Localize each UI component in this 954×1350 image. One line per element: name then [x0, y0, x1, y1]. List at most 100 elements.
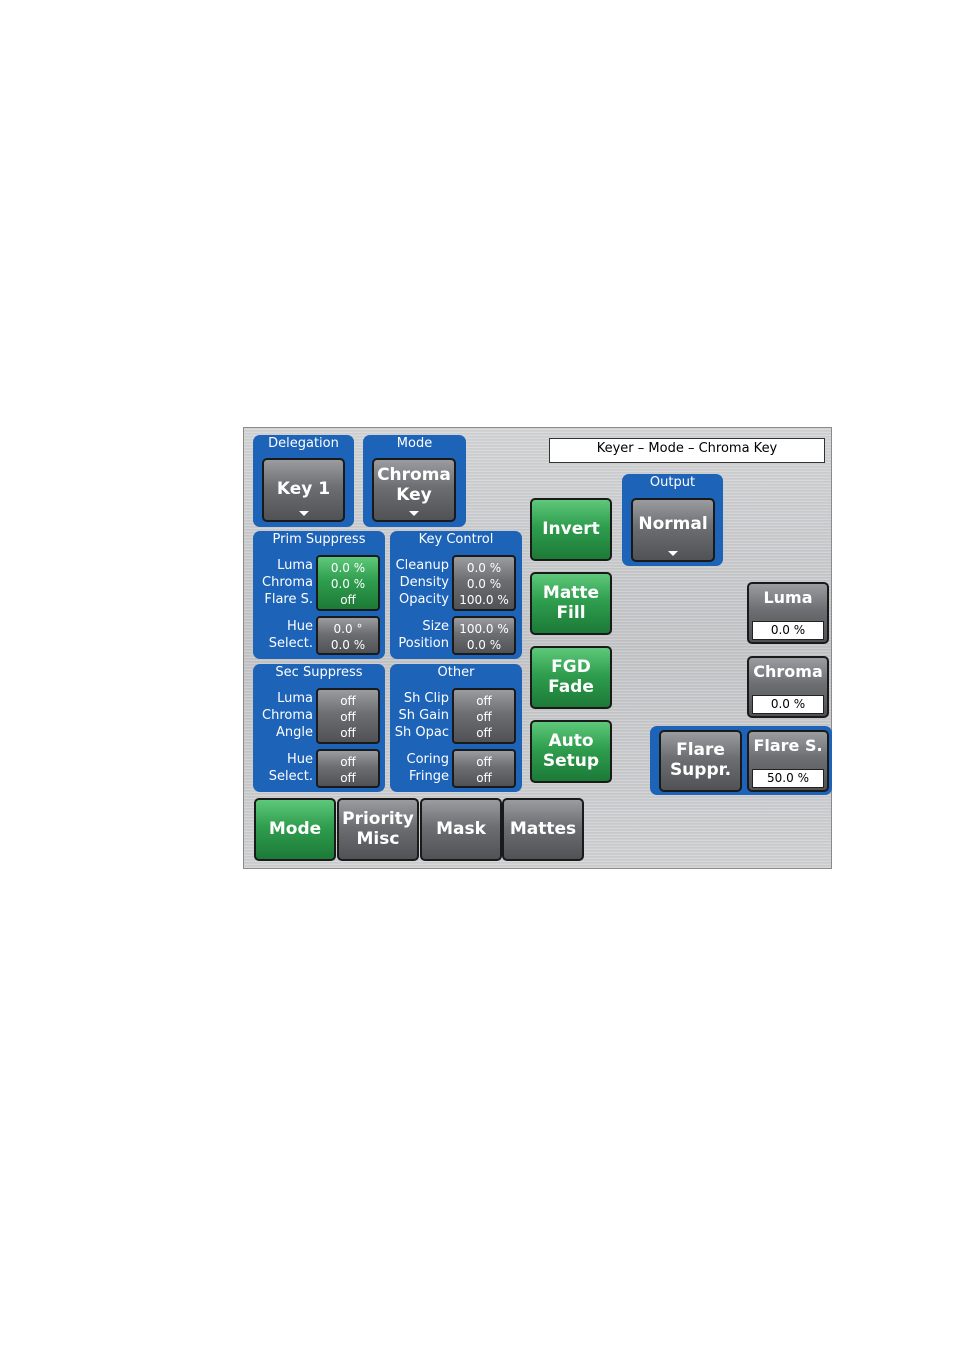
coring-fringe-button[interactable]: off off	[452, 749, 516, 788]
other-panel: Other Sh Clip Sh Gain Sh Opac off off of…	[390, 664, 522, 792]
delegation-key1-button[interactable]: Key 1	[262, 458, 345, 522]
prim-hue-select-button[interactable]: 0.0 ° 0.0 %	[316, 616, 380, 655]
size-position-button[interactable]: 100.0 % 0.0 %	[452, 616, 516, 655]
opacity-value: 100.0 %	[459, 593, 509, 607]
invert-button[interactable]: Invert	[530, 498, 612, 561]
tab-mattes-label: Mattes	[509, 818, 577, 839]
prim-suppress-title: Prim Suppress	[272, 532, 366, 547]
position-label: Position	[398, 636, 449, 651]
size-value: 100.0 %	[459, 622, 509, 636]
sec-hue-value: off	[340, 755, 356, 769]
sh-gain-value: off	[476, 710, 492, 724]
prim-flare-label: Flare S.	[264, 592, 313, 607]
flare-s-value-button[interactable]: Flare S. 50.0 %	[747, 730, 829, 792]
sec-luma-label: Luma	[277, 691, 313, 706]
tab-priority-line1: Priority	[342, 808, 414, 829]
invert-label: Invert	[542, 518, 600, 539]
position-value: 0.0 %	[466, 638, 502, 652]
sh-gain-label: Sh Gain	[398, 708, 449, 723]
mode-button-line1: Chroma	[377, 465, 451, 486]
output-button-label: Normal	[638, 514, 708, 535]
flare-suppr-button[interactable]: Flare Suppr.	[659, 730, 742, 792]
coring-value: off	[476, 755, 492, 769]
fgd-fade-line1: FGD	[551, 656, 591, 677]
fringe-value: off	[476, 771, 492, 785]
sec-hue-select-button[interactable]: off off	[316, 749, 380, 788]
key-control-title: Key Control	[418, 532, 494, 547]
flare-panel: Flare Suppr. Flare S. 50.0 %	[650, 726, 832, 795]
other-title: Other	[437, 665, 475, 680]
luma-value: 0.0 %	[752, 621, 824, 640]
tab-mask[interactable]: Mask	[420, 798, 502, 861]
cleanup-label: Cleanup	[395, 558, 449, 573]
dropdown-arrow-icon	[668, 551, 678, 556]
density-label: Density	[399, 575, 449, 590]
prim-select-label: Select.	[268, 636, 313, 651]
sec-hue-label: Hue	[286, 752, 313, 767]
tab-mode-label: Mode	[268, 818, 322, 839]
tab-mattes[interactable]: Mattes	[502, 798, 584, 861]
auto-setup-line1: Auto	[548, 730, 594, 751]
prim-luma-label: Luma	[277, 558, 313, 573]
tab-priority-misc[interactable]: Priority Misc	[337, 798, 419, 861]
sec-luma-value: off	[340, 694, 356, 708]
fgd-fade-button[interactable]: FGD Fade	[530, 646, 612, 709]
status-title: Keyer – Mode – Chroma Key	[549, 438, 825, 463]
matte-fill-line2: Fill	[556, 602, 586, 623]
prim-suppress-values-button[interactable]: 0.0 % 0.0 % off	[316, 555, 380, 611]
delegation-title: Delegation	[268, 436, 339, 451]
dropdown-arrow-icon	[409, 511, 419, 516]
sec-chroma-label: Chroma	[262, 708, 313, 723]
tab-priority-line2: Misc	[356, 828, 400, 849]
fringe-label: Fringe	[409, 769, 449, 784]
tab-mode[interactable]: Mode	[254, 798, 336, 861]
tab-mask-label: Mask	[436, 818, 486, 839]
chroma-label: Chroma	[753, 662, 823, 681]
shadow-values-button[interactable]: off off off	[452, 688, 516, 744]
auto-setup-button[interactable]: Auto Setup	[530, 720, 612, 783]
sec-angle-label: Angle	[276, 725, 313, 740]
flare-s-label: Flare S.	[753, 736, 823, 755]
prim-luma-value: 0.0 %	[330, 561, 366, 575]
sh-opac-label: Sh Opac	[394, 725, 449, 740]
delegation-button-label: Key 1	[276, 479, 331, 500]
keyer-mode-screen: Keyer – Mode – Chroma Key Delegation Key…	[243, 427, 832, 869]
mode-button-line2: Key	[396, 485, 432, 505]
sec-suppress-panel: Sec Suppress Luma Chroma Angle off off o…	[253, 664, 385, 792]
sec-select-label: Select.	[268, 769, 313, 784]
density-value: 0.0 %	[466, 577, 502, 591]
sec-suppress-title: Sec Suppress	[275, 665, 363, 680]
prim-select-value: 0.0 %	[330, 638, 366, 652]
key-control-panel: Key Control Cleanup Density Opacity 0.0 …	[390, 531, 522, 659]
mode-panel: Mode Chroma Key	[363, 435, 466, 527]
sec-suppress-values-button[interactable]: off off off	[316, 688, 380, 744]
size-label: Size	[422, 619, 449, 634]
output-panel: Output Normal	[622, 474, 723, 566]
sec-angle-value: off	[340, 726, 356, 740]
coring-label: Coring	[406, 752, 449, 767]
prim-chroma-label: Chroma	[262, 575, 313, 590]
sec-select-value: off	[340, 771, 356, 785]
sec-chroma-value: off	[340, 710, 356, 724]
delegation-panel: Delegation Key 1	[253, 435, 354, 527]
chroma-value-button[interactable]: Chroma 0.0 %	[747, 656, 829, 718]
prim-chroma-value: 0.0 %	[330, 577, 366, 591]
flare-suppr-line1: Flare	[676, 740, 725, 761]
output-title: Output	[649, 475, 696, 490]
luma-label: Luma	[763, 588, 813, 607]
sh-clip-value: off	[476, 694, 492, 708]
prim-hue-label: Hue	[286, 619, 313, 634]
opacity-label: Opacity	[398, 592, 449, 607]
output-normal-button[interactable]: Normal	[631, 498, 715, 562]
fgd-fade-line2: Fade	[548, 676, 594, 697]
luma-value-button[interactable]: Luma 0.0 %	[747, 582, 829, 644]
prim-suppress-panel: Prim Suppress Luma Chroma Flare S. 0.0 %…	[253, 531, 385, 659]
matte-fill-button[interactable]: Matte Fill	[530, 572, 612, 635]
prim-flare-value: off	[340, 593, 356, 607]
prim-hue-value: 0.0 °	[333, 622, 363, 636]
cleanup-value: 0.0 %	[466, 561, 502, 575]
matte-fill-line1: Matte	[542, 582, 600, 603]
sh-opac-value: off	[476, 726, 492, 740]
mode-chroma-key-button[interactable]: Chroma Key	[372, 458, 456, 522]
key-control-values-button[interactable]: 0.0 % 0.0 % 100.0 %	[452, 555, 516, 611]
